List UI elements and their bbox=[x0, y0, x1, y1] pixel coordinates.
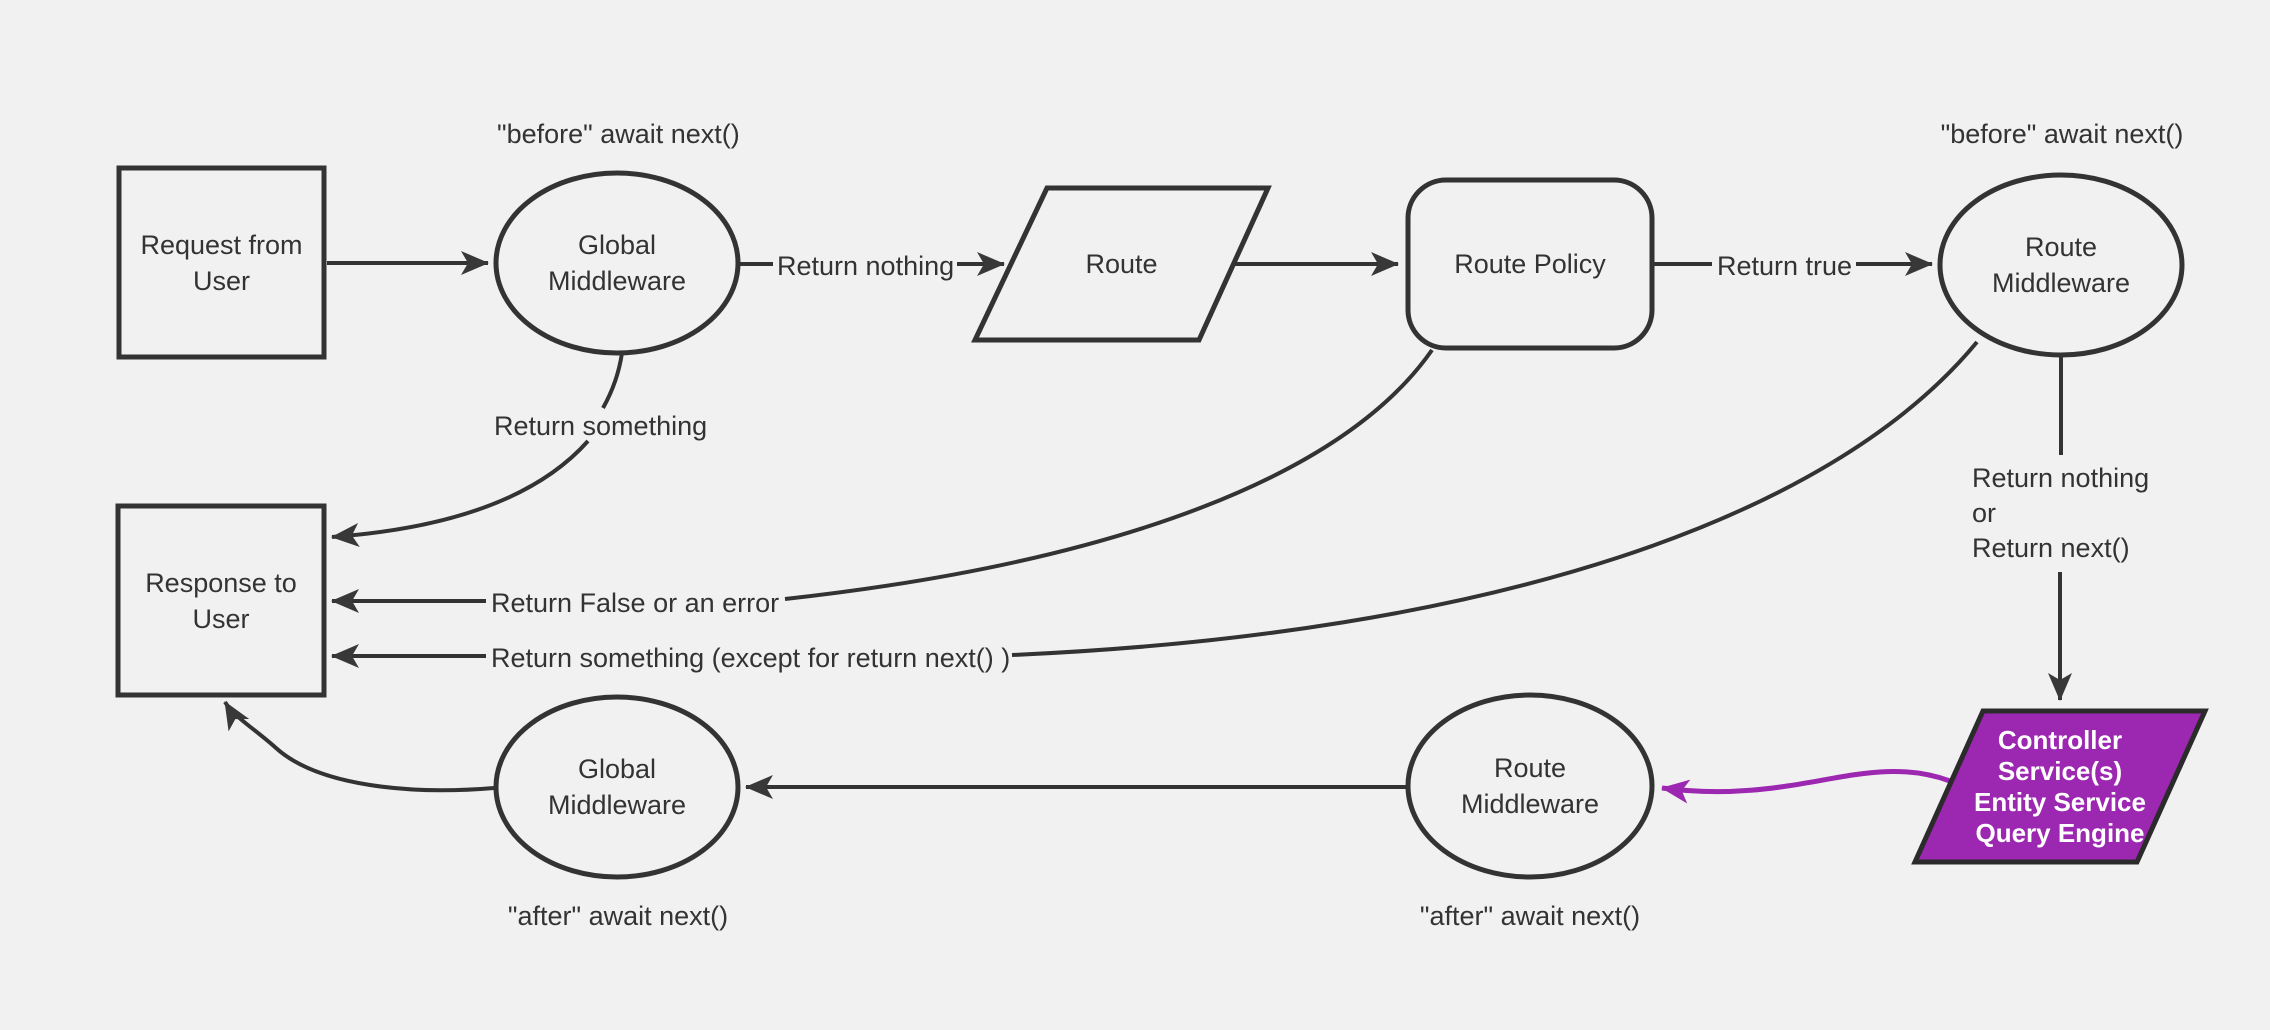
global-middleware-top-shape bbox=[493, 170, 741, 356]
route-middleware-top-label: Route Middleware bbox=[1991, 232, 2131, 298]
route-node-shape bbox=[971, 185, 1272, 343]
return-true-label: Return true bbox=[1717, 251, 1853, 281]
edge-global-middleware-bottom-to-response bbox=[223, 700, 495, 793]
return-nothing-or-next-line-1: Return nothing bbox=[1972, 463, 2150, 493]
edge-return-something-to-response bbox=[331, 439, 590, 547]
edge-route-policy-to-return-false-curve bbox=[784, 348, 1434, 601]
controller-node-shape bbox=[1911, 708, 2209, 865]
controller-line-1: Controller bbox=[1997, 724, 2123, 755]
route-node-label: Route bbox=[1085, 249, 1158, 279]
controller-line-3: Entity Service bbox=[1974, 786, 2146, 817]
request-node-label: Request from User bbox=[140, 229, 303, 296]
route-middleware-bottom-shape bbox=[1405, 692, 1655, 880]
route-policy-node-label: Route Policy bbox=[1454, 249, 1606, 279]
route-policy-node-shape bbox=[1405, 177, 1655, 351]
controller-line-2: Service(s) bbox=[1997, 755, 2123, 786]
return-nothing-or-next-line-3: Return next() bbox=[1972, 533, 2130, 563]
return-something-label: Return something bbox=[494, 411, 708, 441]
global-middleware-top-label: Global Middleware bbox=[547, 230, 687, 296]
after-await-next-right-label: "after" await next() bbox=[1419, 901, 1641, 931]
return-false-or-error-label: Return False or an error bbox=[491, 588, 780, 618]
route-middleware-bottom-label: Route Middleware bbox=[1460, 753, 1600, 819]
response-node-label: Response to User bbox=[145, 567, 297, 634]
return-nothing-or-next-label: Return nothing or Return next() bbox=[1972, 461, 2149, 566]
controller-line-4: Query Engine bbox=[1975, 817, 2145, 848]
return-something-except-label: Return something (except for return next… bbox=[491, 643, 1011, 673]
response-node-shape bbox=[115, 503, 327, 698]
before-await-next-right-label: "before" await next() bbox=[1940, 119, 2184, 149]
edge-route-middleware-to-return-except-curve bbox=[1011, 340, 1979, 657]
request-node-shape bbox=[116, 165, 327, 360]
controller-node-label: Controller Service(s) Entity Service Que… bbox=[1915, 711, 2205, 862]
global-middleware-bottom-shape bbox=[493, 694, 741, 880]
route-middleware-top-shape bbox=[1937, 172, 2185, 358]
before-await-next-left-label: "before" await next() bbox=[497, 119, 740, 149]
edge-controller-to-route-middleware-bottom bbox=[1661, 768, 1951, 804]
after-await-next-left-label: "after" await next() bbox=[507, 901, 729, 931]
edge-global-middleware-to-return-something bbox=[601, 352, 624, 409]
global-middleware-bottom-label: Global Middleware bbox=[547, 754, 687, 820]
return-nothing-label: Return nothing bbox=[777, 251, 955, 281]
return-nothing-or-next-line-2: or bbox=[1972, 498, 1997, 528]
